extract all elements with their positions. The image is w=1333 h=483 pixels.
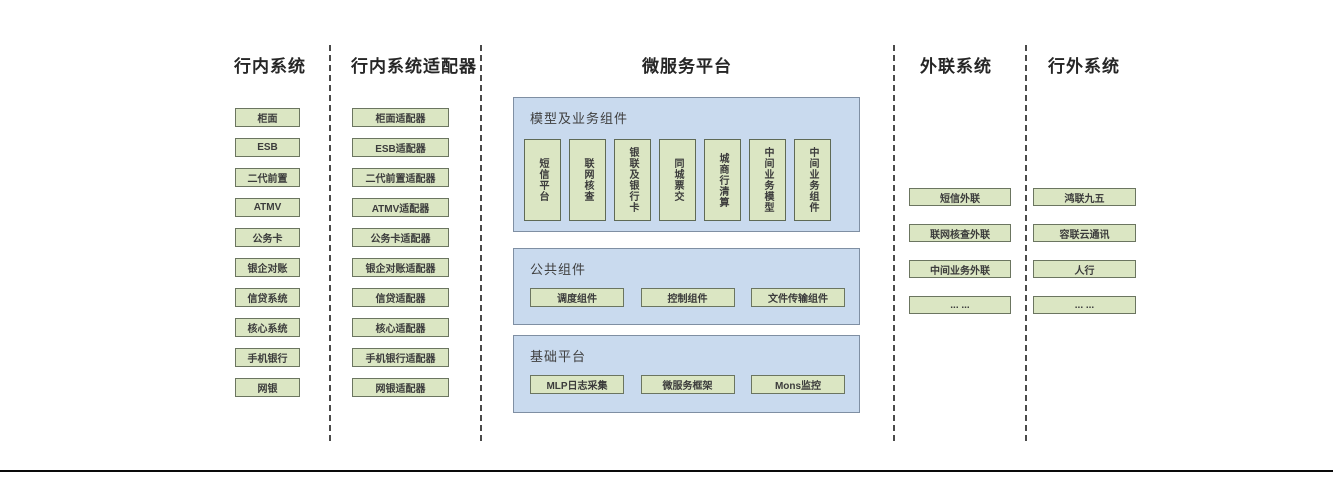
node-xindaixitong: 信贷系统 — [235, 288, 300, 307]
panel-label: 模型及业务组件 — [530, 111, 629, 126]
internal-systems-list: 柜面 ESB 二代前置 ATMV 公务卡 银企对账 信贷系统 核心系统 手机银行… — [235, 108, 300, 408]
node-sms-platform: 短信平台 — [524, 139, 561, 221]
external-link-systems-list: 短信外联 联网核查外联 中间业务外联 ... ... — [909, 188, 1011, 332]
node-xindai-adapter: 信贷适配器 — [352, 288, 449, 307]
node-hexin-adapter: 核心适配器 — [352, 318, 449, 337]
panel-label: 基础平台 — [530, 349, 587, 364]
column-title-internal-systems: 行内系统 — [234, 57, 306, 76]
node-mlp-log-collect: MLP日志采集 — [530, 375, 624, 394]
node-hexinxitong: 核心系统 — [235, 318, 300, 337]
panel-common-components: 公共组件 调度组件 控制组件 文件传输组件 — [513, 248, 860, 325]
node-control-component: 控制组件 — [640, 288, 735, 307]
bottom-rule — [0, 470, 1333, 472]
node-yinqiduizhang: 银企对账 — [235, 258, 300, 277]
node-unionpay-bankcard: 银联及银行卡 — [614, 139, 651, 221]
node-shoujiyinhang-adapter: 手机银行适配器 — [352, 348, 449, 367]
node-citybank-clearing: 城商行清算 — [704, 139, 741, 221]
node-atmv: ATMV — [235, 198, 300, 217]
node-more-external: ... ... — [1033, 296, 1136, 314]
node-mons-monitor: Mons监控 — [751, 375, 845, 394]
node-honglian95: 鸿联九五 — [1033, 188, 1136, 206]
external-systems-list: 鸿联九五 容联云通讯 人行 ... ... — [1033, 188, 1136, 332]
separator-adapters-platform — [480, 45, 482, 441]
internal-adapters-list: 柜面适配器 ESB适配器 二代前置适配器 ATMV适配器 公务卡适配器 银企对账… — [352, 108, 449, 408]
node-esb-adapter: ESB适配器 — [352, 138, 449, 157]
node-wangyin: 网银 — [235, 378, 300, 397]
node-more-external-link: ... ... — [909, 296, 1011, 314]
separator-internal-adapters — [329, 45, 331, 441]
node-ronglian-cloud: 容联云通讯 — [1033, 224, 1136, 242]
column-title-microservice-platform: 微服务平台 — [642, 57, 732, 76]
node-scheduling-component: 调度组件 — [530, 288, 624, 307]
common-components-list: 调度组件 控制组件 文件传输组件 — [530, 288, 845, 307]
node-file-transfer-component: 文件传输组件 — [751, 288, 845, 307]
node-network-check: 联网核查 — [569, 139, 606, 221]
node-wangyin-adapter: 网银适配器 — [352, 378, 449, 397]
panel-label: 公共组件 — [530, 262, 587, 277]
node-intermediate-business-model: 中间业务模型 — [749, 139, 786, 221]
node-network-check-external: 联网核查外联 — [909, 224, 1011, 242]
node-yinqiduizhang-adapter: 银企对账适配器 — [352, 258, 449, 277]
column-title-external-systems: 行外系统 — [1048, 57, 1120, 76]
node-gongwuka: 公务卡 — [235, 228, 300, 247]
node-gongwuka-adapter: 公务卡适配器 — [352, 228, 449, 247]
column-title-external-link-systems: 外联系统 — [920, 57, 992, 76]
node-guimian: 柜面 — [235, 108, 300, 127]
separator-platform-externallink — [893, 45, 895, 441]
node-atmv-adapter: ATMV适配器 — [352, 198, 449, 217]
node-guimian-adapter: 柜面适配器 — [352, 108, 449, 127]
node-intermediate-business-external: 中间业务外联 — [909, 260, 1011, 278]
base-platform-list: MLP日志采集 微服务框架 Mons监控 — [530, 375, 845, 394]
panel-base-platform: 基础平台 MLP日志采集 微服务框架 Mons监控 — [513, 335, 860, 413]
node-shoujiyinhang: 手机银行 — [235, 348, 300, 367]
node-microservice-framework: 微服务框架 — [640, 375, 735, 394]
node-esb: ESB — [235, 138, 300, 157]
node-erdaiqianzhi: 二代前置 — [235, 168, 300, 187]
column-title-internal-adapters: 行内系统适配器 — [351, 57, 477, 76]
panel-model-business-components: 模型及业务组件 短信平台 联网核查 银联及银行卡 同城票交 城商行清算 中间业务… — [513, 97, 860, 232]
node-pboc: 人行 — [1033, 260, 1136, 278]
node-intermediate-business-component: 中间业务组件 — [794, 139, 831, 221]
node-city-bill-exchange: 同城票交 — [659, 139, 696, 221]
separator-externallink-external — [1025, 45, 1027, 441]
model-business-components-list: 短信平台 联网核查 银联及银行卡 同城票交 城商行清算 中间业务模型 中间业务组… — [524, 139, 831, 221]
node-sms-external: 短信外联 — [909, 188, 1011, 206]
node-erdaiqianzhi-adapter: 二代前置适配器 — [352, 168, 449, 187]
